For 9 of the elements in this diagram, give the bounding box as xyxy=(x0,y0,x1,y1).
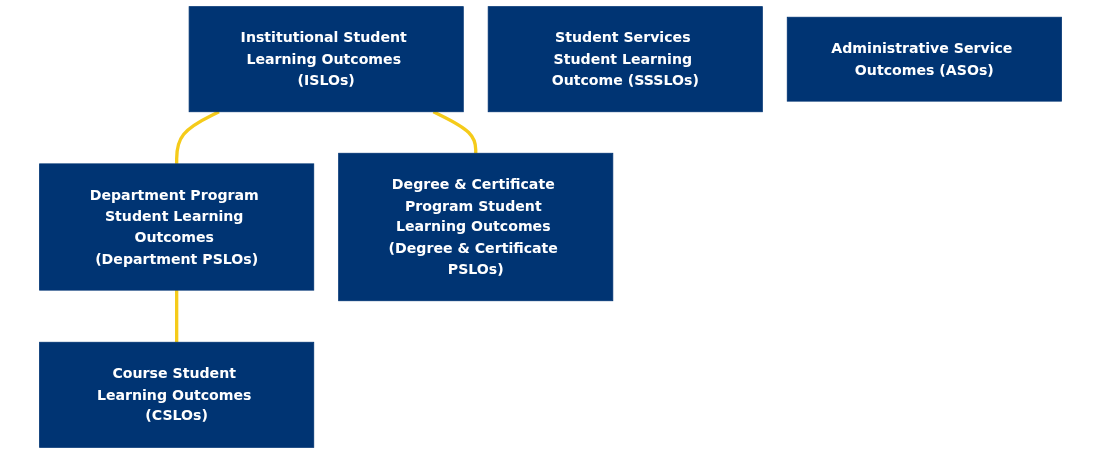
connector xyxy=(432,110,478,154)
node-box: Administrative Service Outcomes (ASOs) xyxy=(786,16,1062,102)
node-box: Student Services Student Learning Outcome (SSSLOs) xyxy=(487,6,763,113)
connector xyxy=(175,110,220,164)
connector xyxy=(175,290,179,343)
node-box: Course Student Learning Outcomes (CSLOs) xyxy=(39,341,315,448)
node-box: Institutional Student Learning Outcomes (ISLOs) xyxy=(188,6,464,113)
node-box: Degree & Certificate Program Student Learning Outcomes (Degree & Certificate PSLOs) xyxy=(338,152,614,302)
node-box: Department Program Student Learning Outcomes (Department PSLOs) xyxy=(39,163,315,291)
